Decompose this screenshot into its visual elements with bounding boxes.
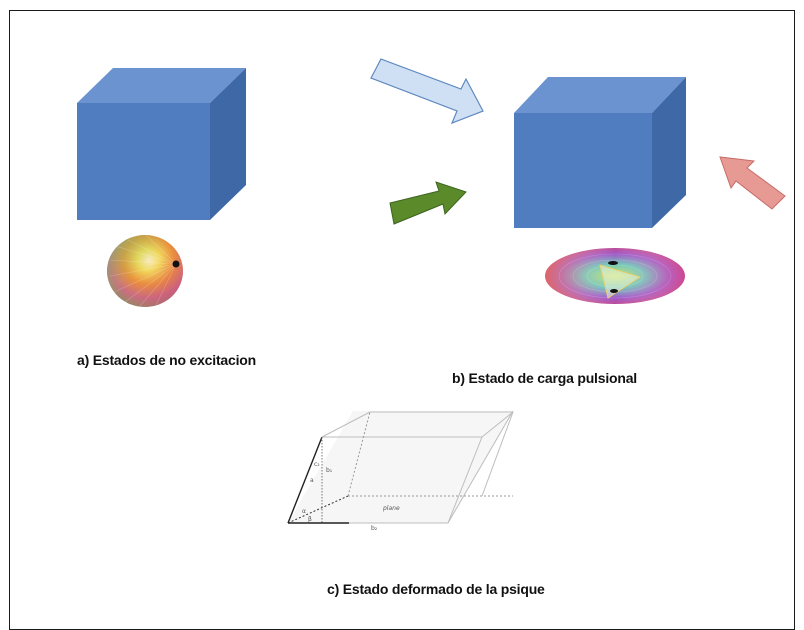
cube-a-top-face — [77, 68, 246, 103]
parallelepiped — [287, 410, 514, 524]
cube-b — [514, 77, 686, 228]
arrow-pink — [719, 156, 786, 210]
sphere-a-singularity — [172, 260, 180, 268]
caption-b: b) Estado de carga pulsional — [452, 370, 637, 386]
cube-b-side-face — [652, 77, 686, 228]
label-b2: b₂ — [371, 525, 378, 532]
label-a: a — [310, 477, 314, 484]
label-beta: β — [308, 516, 312, 523]
sphere-a — [107, 234, 183, 307]
label-b1: b₁ — [326, 467, 333, 474]
cube-a-side-face — [210, 68, 246, 220]
cube-b-top-face — [514, 77, 686, 113]
cube-a-front-face — [77, 103, 210, 220]
label-c2: c₂ — [314, 461, 320, 468]
label-alpha: α — [302, 508, 306, 515]
label-plane: plane — [382, 505, 400, 512]
disc-b-upper-pole — [608, 261, 618, 265]
figure-canvas: a c₂ b₁ α β b₂ plane — [77, 58, 786, 532]
disc-b — [545, 248, 685, 304]
disc-b-lower-pole — [610, 289, 618, 293]
caption-a: a) Estados de no excitacion — [77, 352, 256, 368]
cube-a — [77, 68, 246, 220]
parallelepiped-base-plane — [288, 411, 513, 523]
cube-b-front-face — [514, 113, 652, 228]
parallelepiped-labels: a c₂ b₁ α β b₂ plane — [302, 461, 400, 532]
arrow-green — [389, 181, 467, 225]
arrow-light-blue — [370, 58, 484, 125]
caption-c: c) Estado deformado de la psique — [327, 581, 545, 597]
